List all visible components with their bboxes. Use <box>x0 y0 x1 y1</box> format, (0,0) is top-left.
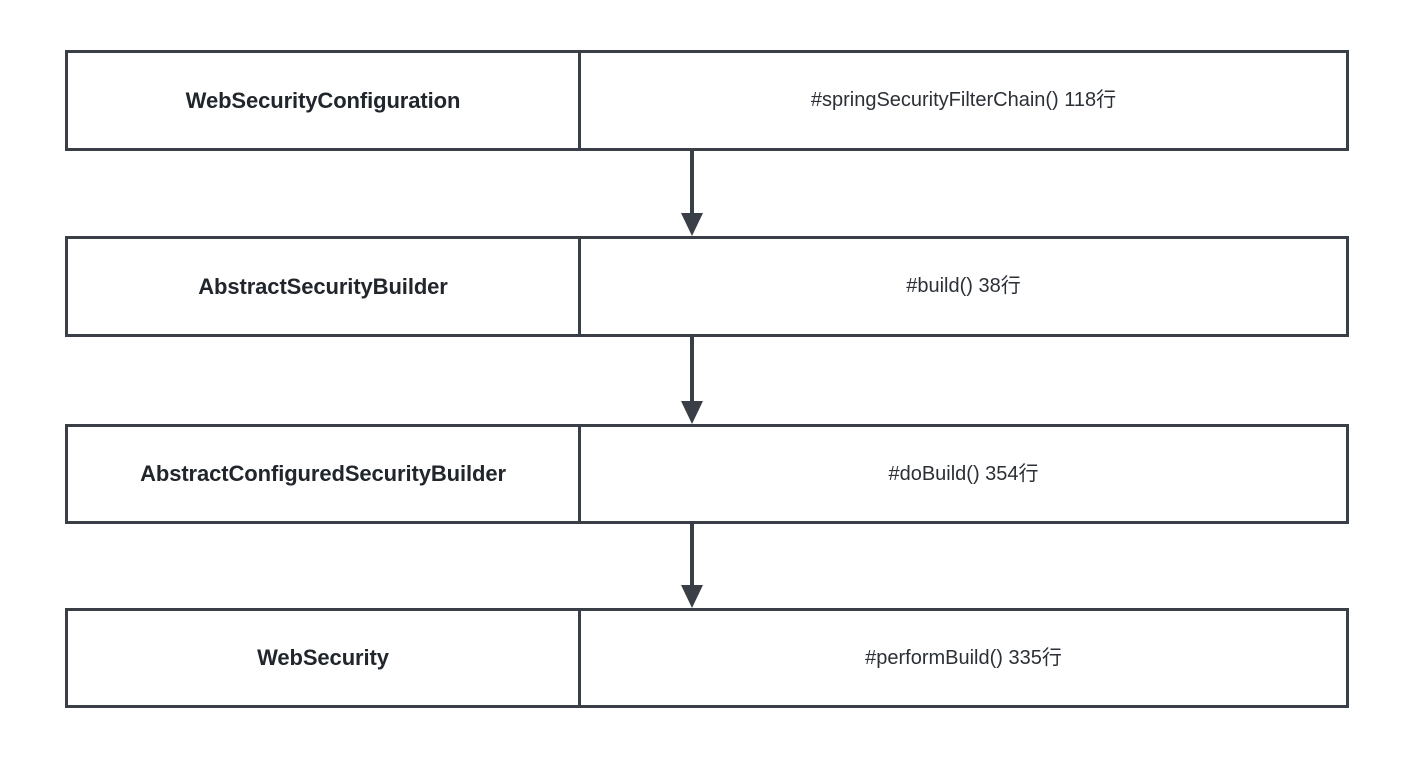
flow-row: WebSecurityConfiguration #springSecurity… <box>65 50 1349 151</box>
class-cell: AbstractSecurityBuilder <box>68 239 581 334</box>
method-cell: #springSecurityFilterChain() 118行 <box>581 53 1346 148</box>
method-cell: #doBuild() 354行 <box>581 427 1346 521</box>
class-cell: WebSecurity <box>68 611 581 705</box>
method-signature-label: #springSecurityFilterChain() 118行 <box>810 89 1117 111</box>
class-name-label: AbstractSecurityBuilder <box>198 273 448 299</box>
flow-row: AbstractSecurityBuilder #build() 38行 <box>65 236 1349 337</box>
class-cell: AbstractConfiguredSecurityBuilder <box>68 427 581 521</box>
class-name-label: WebSecurityConfiguration <box>185 87 461 113</box>
flow-row: AbstractConfiguredSecurityBuilder #doBui… <box>65 424 1349 524</box>
method-cell: #build() 38行 <box>581 239 1346 334</box>
flow-row: WebSecurity #performBuild() 335行 <box>65 608 1349 708</box>
method-signature-label: #build() 38行 <box>906 275 1021 297</box>
method-signature-label: #performBuild() 335行 <box>865 646 1062 669</box>
class-cell: WebSecurityConfiguration <box>68 53 581 148</box>
method-cell: #performBuild() 335行 <box>581 611 1346 705</box>
method-signature-label: #doBuild() 354行 <box>888 462 1039 485</box>
class-name-label: AbstractConfiguredSecurityBuilder <box>140 461 506 487</box>
connector-2 <box>672 337 712 425</box>
connector-1 <box>672 151 712 237</box>
class-name-label: WebSecurity <box>257 645 389 671</box>
connector-3 <box>672 524 712 609</box>
